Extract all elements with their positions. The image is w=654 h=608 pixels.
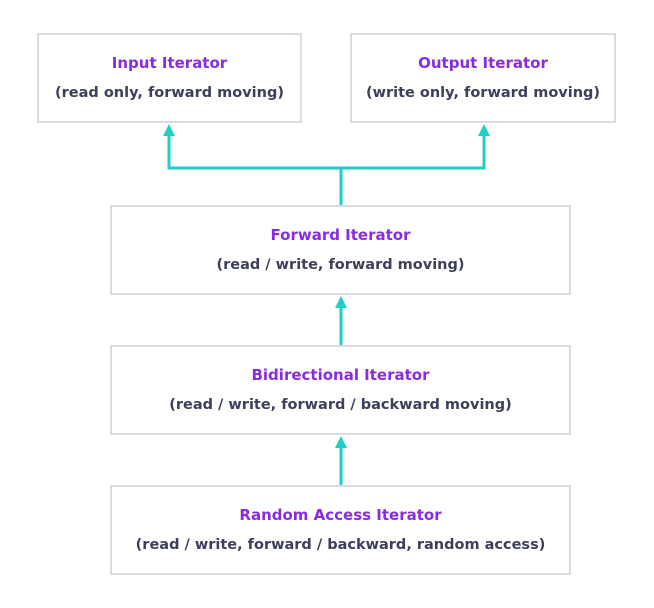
output-iterator-description: (write only, forward moving) <box>365 85 601 101</box>
input-iterator-description: (read only, forward moving) <box>55 85 284 101</box>
output-iterator-box: Output Iterator (write only, forward mov… <box>350 33 616 123</box>
bidirectional-iterator-title: Bidirectional Iterator <box>251 366 430 384</box>
bidirectional-iterator-description: (read / write, forward / backward moving… <box>169 397 512 413</box>
random-access-iterator-description: (read / write, forward / backward, rando… <box>135 537 546 553</box>
bidirectional-iterator-box: Bidirectional Iterator (read / write, fo… <box>110 345 571 435</box>
forward-iterator-box: Forward Iterator (read / write, forward … <box>110 205 571 295</box>
arrowhead-input <box>163 124 175 136</box>
random-access-iterator-title: Random Access Iterator <box>239 506 442 524</box>
input-iterator-title: Input Iterator <box>111 54 228 72</box>
output-iterator-title: Output Iterator <box>418 54 548 72</box>
forward-iterator-title: Forward Iterator <box>270 226 411 244</box>
random-access-iterator-box: Random Access Iterator (read / write, fo… <box>110 485 571 575</box>
connector-forward-to-output <box>341 135 486 170</box>
connector-forward-to-input <box>167 135 343 205</box>
arrowhead-forward <box>335 296 347 308</box>
arrowhead-output <box>478 124 490 136</box>
forward-iterator-description: (read / write, forward moving) <box>216 257 465 273</box>
input-iterator-box: Input Iterator (read only, forward movin… <box>37 33 302 123</box>
arrowhead-bidirectional <box>335 436 347 448</box>
